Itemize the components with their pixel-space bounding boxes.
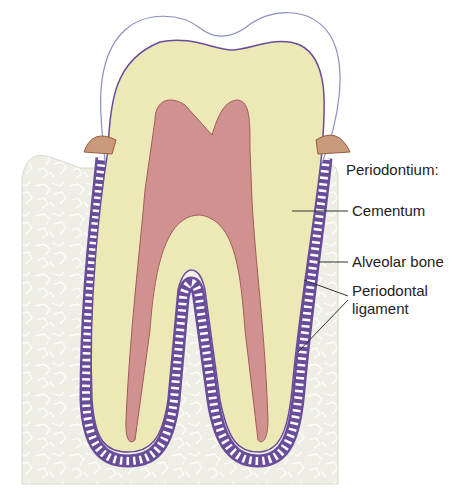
gingiva [316,135,350,154]
dentin [91,40,324,452]
part-label: Alveolar bone [352,253,470,271]
part-label: Periodontal ligament [352,282,462,318]
group-heading: Periodontium: [346,161,470,179]
leader-lines [292,211,348,352]
gingiva [84,136,116,154]
part-label: Cementum [352,202,470,220]
pulp [126,100,268,442]
